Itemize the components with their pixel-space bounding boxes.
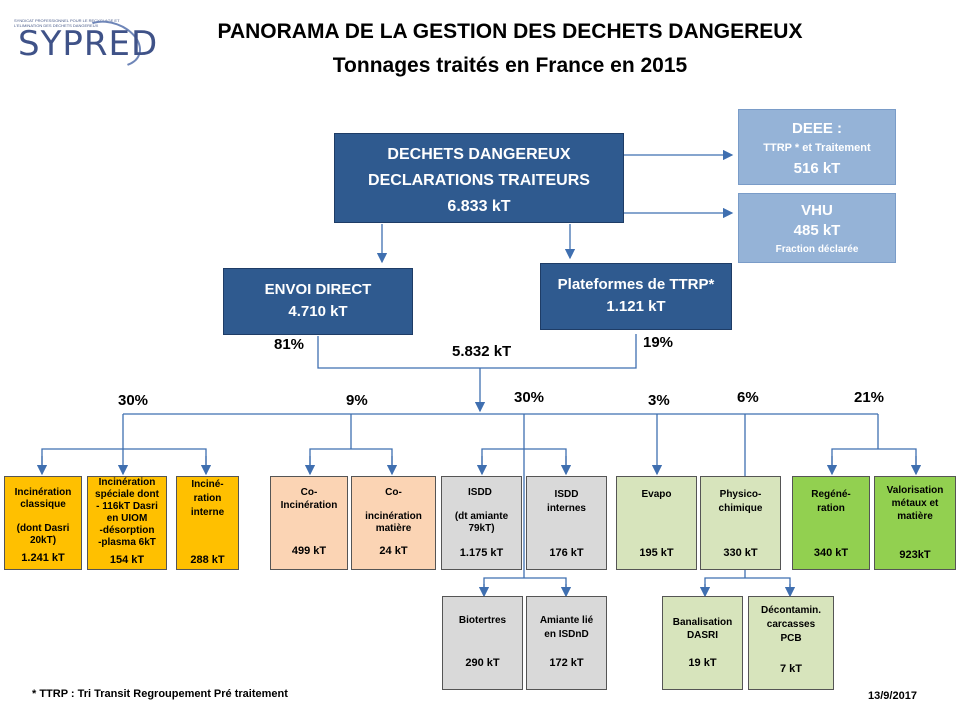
value-incineration-interne: 288 kT [190,554,225,566]
deee-value: 516 kT [793,160,841,177]
box-incineration-speciale: Incinération spéciale dont - 116kT Dasri… [87,476,167,570]
vhu-box: VHU 485 kT Fraction déclarée [738,193,896,263]
envoi-pct: 81% [274,336,305,353]
plateformes-box: Plateformes de TTRP* 1.121 kT [540,263,732,330]
value-physico-chimique: 330 kT [723,547,758,559]
page-subtitle: Tonnages traités en France en 2015 [332,54,688,77]
envoi-title: ENVOI DIRECT [264,281,372,298]
branch-pct-evapo: 3% [648,392,670,409]
box-evapo: Evapo 195 kT [616,476,697,570]
sypred-logo: SYNDICAT PROFESSIONNEL POUR LE RECYCLAGE… [14,12,157,76]
logo-subtitle: SYNDICAT PROFESSIONNEL POUR LE RECYCLAGE… [14,18,120,28]
logo-text: SYPRED [18,24,159,64]
value-isdd-internes: 176 kT [549,547,584,559]
value-amiante-lie: 172 kT [549,657,584,669]
main-line2: DECLARATIONS TRAITEURS [368,172,590,189]
main-declarations-box: DECHETS DANGEREUX DECLARATIONS TRAITEURS… [334,133,624,223]
box-banalisation-dasri: Banalisation DASRI 19 kT [662,596,743,690]
vhu-sub: Fraction déclarée [775,244,859,255]
box-co-incineration-matiere: Co- incinération matière 24 kT [351,476,436,570]
deee-box: DEEE : TTRP * et Traitement 516 kT [738,109,896,185]
value-regeneration: 340 kT [813,547,849,559]
value-valorisation: 923kT [899,549,931,561]
value-evapo: 195 kT [639,547,674,559]
branch-pct-coincineration: 9% [346,392,368,409]
branch-pct-incineration: 30% [118,392,149,409]
box-valorisation: Valorisation métaux et matière 923kT [874,476,956,570]
box-incineration-interne: Inciné- ration interne 288 kT [176,476,239,570]
plateformes-value: 1.121 kT [606,298,666,315]
value-incineration-speciale: 154 kT [109,554,145,566]
branch-pct-physico: 6% [737,389,759,406]
value-biotertres: 290 kT [465,657,500,669]
box-isdd: ISDD (dt amiante 79kT) 1.175 kT [441,476,522,570]
page-title: PANORAMA DE LA GESTION DES DECHETS DANGE… [217,20,803,43]
value-isdd: 1.175 kT [459,547,504,559]
envoi-value: 4.710 kT [288,303,348,320]
vhu-value: 485 kT [793,222,841,239]
footer-date: 13/9/2017 [868,690,917,702]
branch-pct-isdd: 30% [514,389,545,406]
value-incineration-classique: 1.241 kT [21,552,65,564]
box-isdd-internes: ISDD internes 176 kT [526,476,607,570]
value-co-incineration-matiere: 24 kT [379,545,408,557]
deee-title: DEEE : [791,120,842,137]
vhu-title: VHU [801,202,833,219]
box-amiante-lie: Amiante lié en ISDnD 172 kT [526,596,607,690]
plateformes-pct: 19% [643,334,674,351]
branch-pct-valorisation: 21% [854,389,885,406]
footnote: * TTRP : Tri Transit Regroupement Pré tr… [32,688,288,700]
main-value: 6.833 kT [447,198,511,215]
box-co-incineration: Co- Incinération 499 kT [270,476,348,570]
total-value: 5.832 kT [452,343,512,360]
plateformes-title: Plateformes de TTRP* [557,276,715,293]
value-decontamin-pcb: 7 kT [779,663,802,675]
box-biotertres: Biotertres 290 kT [442,596,523,690]
main-line1: DECHETS DANGEREUX [387,146,571,163]
envoi-direct-box: ENVOI DIRECT 4.710 kT [223,268,413,335]
box-regeneration: Regéné- ration 340 kT [792,476,870,570]
value-co-incineration: 499 kT [291,545,327,557]
deee-sub: TTRP * et Traitement [763,142,871,154]
box-decontamin-pcb: Décontamin. carcasses PCB 7 kT [748,596,834,690]
box-physico-chimique: Physico- chimique 330 kT [700,476,781,570]
value-banalisation-dasri: 19 kT [688,657,717,669]
box-incineration-classique: Incinération classique (dont Dasri 20kT)… [4,476,82,570]
